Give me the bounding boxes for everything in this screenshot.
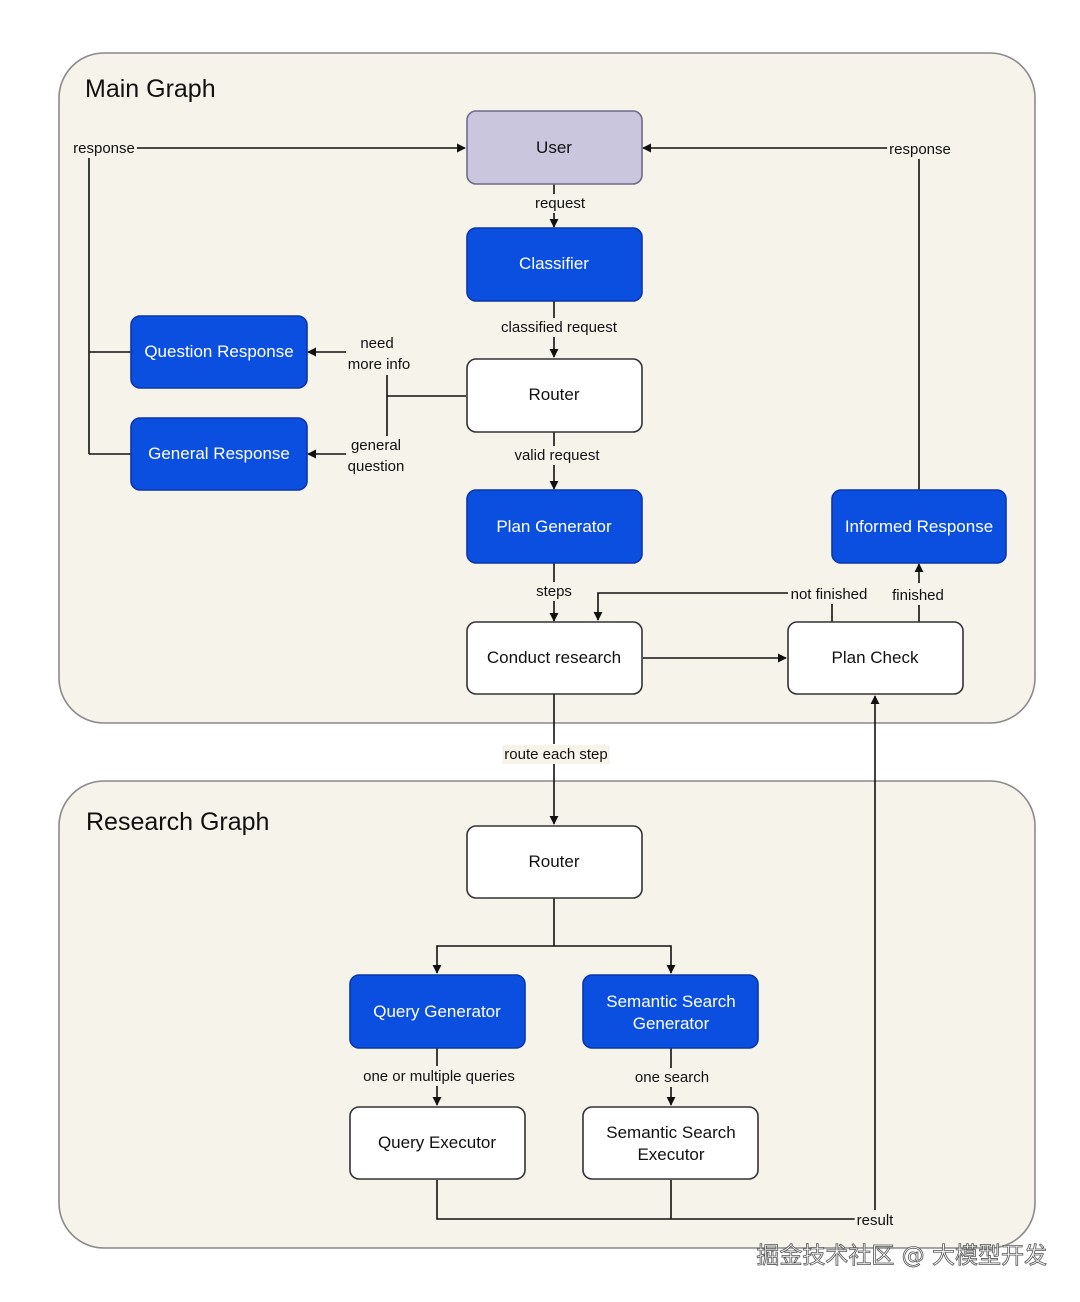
node-router-main[interactable]: Router [466, 358, 643, 433]
edge-label-background [71, 139, 137, 158]
research-graph-title: Research Graph [86, 808, 269, 836]
node-plan-check-label: Plan Check [832, 648, 919, 667]
node-semantic-search-generator[interactable]: Semantic Search Generator [582, 974, 759, 1049]
label-valid-request: valid request [514, 447, 600, 464]
node-semantic-search-executor-label-2: Executor [637, 1145, 704, 1164]
label-response-left: response [73, 140, 135, 157]
label-general-question-2: question [348, 458, 405, 475]
node-query-executor-label: Query Executor [378, 1133, 496, 1152]
label-one-or-multiple-queries: one or multiple queries [363, 1068, 515, 1085]
label-result: result [857, 1212, 895, 1229]
node-classifier[interactable]: Classifier [466, 227, 643, 302]
label-classified-request: classified request [501, 319, 618, 336]
label-need-more-info-2: more info [348, 356, 411, 373]
edge-label-background [890, 586, 946, 605]
edge-label-background [348, 436, 404, 455]
edge-label-background [854, 1211, 897, 1230]
label-need-more-info-1: need [360, 335, 393, 352]
label-response-right: response [889, 141, 951, 158]
node-semantic-search-executor[interactable]: Semantic Search Executor [582, 1106, 759, 1180]
node-plan-check[interactable]: Plan Check [787, 621, 964, 695]
node-semantic-search-executor-label-1: Semantic Search [606, 1123, 735, 1142]
edge-label-background [534, 582, 574, 601]
research-graph-container [58, 780, 1036, 1249]
node-classifier-label: Classifier [519, 254, 589, 273]
edge-label-background [632, 1068, 712, 1087]
label-steps: steps [536, 583, 572, 600]
label-finished: finished [892, 587, 944, 604]
node-plan-generator-label: Plan Generator [496, 517, 612, 536]
node-conduct-research-label: Conduct research [487, 648, 621, 667]
node-query-generator[interactable]: Query Generator [349, 974, 526, 1049]
node-router-research-label: Router [528, 852, 579, 871]
edge-query-executor-result [436, 1180, 856, 1220]
node-informed-response[interactable]: Informed Response [831, 489, 1007, 564]
node-user[interactable]: User [466, 110, 643, 185]
edge-label-background [532, 194, 588, 213]
node-general-response-label: General Response [148, 444, 290, 463]
edges-main [88, 143, 924, 825]
edge-label-background [358, 334, 396, 353]
edge-label-background [788, 585, 870, 604]
edge-not-finished-back [593, 592, 788, 621]
edge-label-background [361, 1067, 517, 1086]
node-user-label: User [536, 138, 572, 157]
node-question-response[interactable]: Question Response [130, 315, 308, 389]
edges-research [432, 695, 880, 1220]
label-not-finished: not finished [791, 586, 868, 603]
edge-label-background [512, 446, 603, 465]
main-graph-title: Main Graph [85, 75, 216, 103]
edge-to-semantic-search-generator [554, 945, 676, 974]
edge-label-background [502, 745, 610, 764]
edge-label-background [887, 140, 953, 159]
node-plan-generator[interactable]: Plan Generator [466, 489, 643, 564]
node-semantic-search-generator-label-1: Semantic Search [606, 992, 735, 1011]
label-request: request [535, 195, 586, 212]
node-router-research[interactable]: Router [466, 825, 643, 899]
node-semantic-search-generator-label-2: Generator [633, 1014, 710, 1033]
edge-label-background [499, 318, 620, 337]
edge-label-background [345, 355, 413, 374]
node-general-response[interactable]: General Response [130, 417, 308, 491]
node-query-generator-label: Query Generator [373, 1002, 501, 1021]
node-conduct-research[interactable]: Conduct research [466, 621, 643, 695]
node-informed-response-label: Informed Response [845, 517, 993, 536]
label-general-question-1: general [351, 437, 401, 454]
edge-label-background [345, 457, 407, 476]
node-query-executor[interactable]: Query Executor [349, 1106, 526, 1180]
node-question-response-label: Question Response [144, 342, 293, 361]
edge-to-query-generator [432, 945, 554, 974]
node-router-main-label: Router [528, 385, 579, 404]
label-one-search: one search [635, 1069, 709, 1086]
label-route-each-step: route each step [504, 746, 607, 763]
watermark-text: 掘金技术社区 @ 大模型开发 [756, 1243, 1047, 1269]
